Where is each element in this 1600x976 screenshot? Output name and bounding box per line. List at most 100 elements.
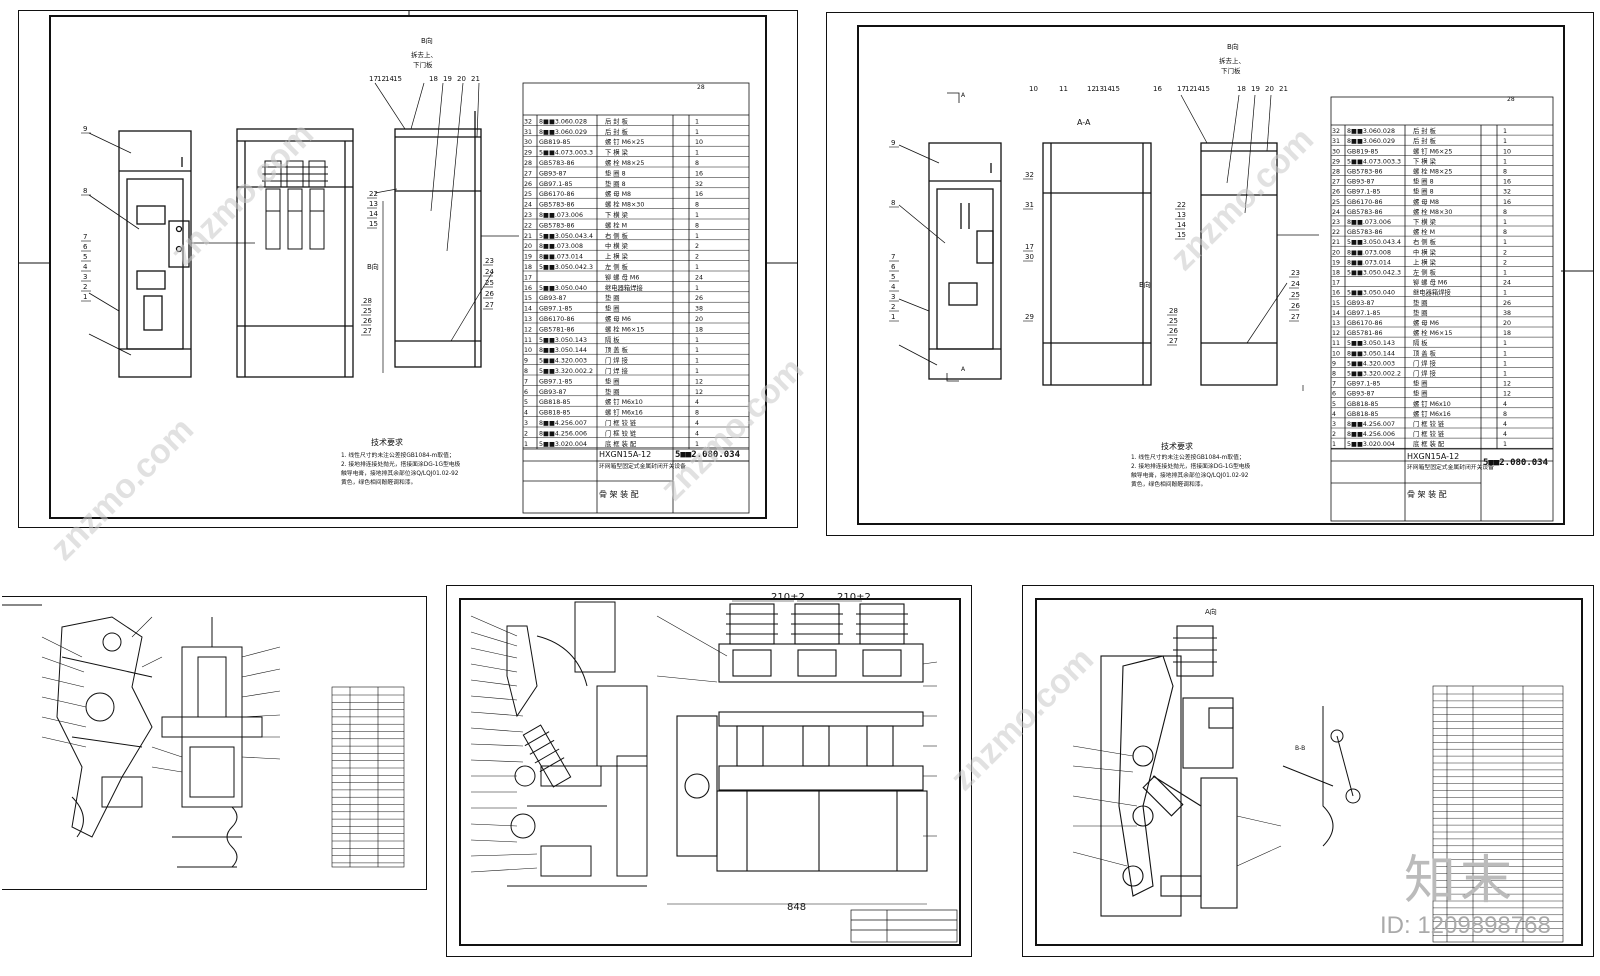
bom-qty: 1 [1503, 340, 1507, 347]
bom-name: 螺 钉 M6x10 [605, 397, 643, 406]
bom-code: GB5783-86 [539, 160, 575, 167]
bom-qty: 1 [1503, 138, 1507, 145]
bom-name: 垫 圈 8 [1413, 177, 1434, 186]
bom-qty: 10 [1503, 148, 1511, 155]
bom-name: 继电器箱焊接 [605, 283, 643, 292]
bom-item-no: 2 [1332, 431, 1336, 438]
bom-qty: 18 [695, 326, 703, 333]
bom-qty: 8 [1503, 209, 1507, 216]
bom-qty: 38 [695, 306, 703, 313]
bom-qty: 24 [1503, 280, 1511, 287]
bom-item-no: 27 [1332, 179, 1340, 186]
bom-name: 门 焊 接 [605, 366, 629, 375]
sheet-2-note-line1: 拆去上、 [1219, 56, 1245, 65]
bom-item-no: 24 [1332, 209, 1340, 216]
bom-qty: 38 [1503, 310, 1511, 317]
bom-item-no: 8 [524, 368, 528, 375]
callout-number: 22 [1177, 201, 1186, 209]
bom-name: 门 框 铰 链 [605, 418, 637, 427]
bom-item-no: 1 [1332, 441, 1336, 448]
callout-number: 27 [1291, 313, 1300, 321]
callout-number: 27 [1169, 337, 1178, 345]
sheet-2-tech-lines: 1. 线性尺寸的未注公差按GB1084-m取值；2. 接地排连接处抛光，搭接面涂… [1131, 453, 1251, 488]
brand-logo: 知末 [1404, 851, 1517, 911]
bom-code: GB6170-86 [1347, 199, 1383, 206]
sheet-1-bom-header: 28 [697, 84, 705, 91]
drawing-sheet-3 [2, 596, 427, 890]
callout-number: 24 [1291, 280, 1300, 288]
bom-item-no: 11 [1332, 340, 1340, 347]
bom-name: 垫 圈 [605, 387, 620, 396]
bom-code: GB97.1-85 [1347, 310, 1381, 317]
bom-code: GB818-85 [539, 410, 571, 417]
callout-number: 29 [1025, 313, 1034, 321]
bom-item-no: 2 [524, 430, 528, 437]
callout-number: 25 [1291, 291, 1300, 299]
bom-name: 铆 螺 母 M6 [605, 272, 639, 281]
bom-item-no: 19 [524, 254, 532, 261]
callout-number: 17 [369, 75, 378, 83]
bom-item-no: 28 [1332, 169, 1340, 176]
bom-item-no: 8 [1332, 371, 1336, 378]
bom-qty: 1 [1503, 360, 1507, 367]
bom-name: 螺 钉 M6x10 [1413, 399, 1451, 408]
callout-number: 4 [83, 263, 88, 271]
bom-name: 垫 圈 [1413, 379, 1428, 388]
bom-name: 顶 盖 板 [1413, 348, 1437, 357]
callout-number: 28 [363, 297, 372, 305]
bom-code: GB93-87 [1347, 179, 1375, 186]
bom-qty: 8 [1503, 411, 1507, 418]
callout-number: 19 [443, 75, 452, 83]
bom-item-no: 18 [1332, 270, 1340, 277]
bom-item-no: 20 [524, 243, 532, 250]
bom-item-no: 27 [524, 170, 532, 177]
bom-qty: 26 [1503, 300, 1511, 307]
sheet-2-front-view [928, 142, 1002, 380]
tech-requirement-line: 2. 接地排连接处抛光，搭接面涂DG-1G型电极 [341, 460, 461, 468]
bom-item-no: 14 [524, 306, 532, 313]
callout-number: 13 [369, 200, 378, 208]
sheet-5-view-bb: B-B [1295, 745, 1305, 752]
bom-item-no: 9 [524, 358, 528, 365]
dim-top-left: 210±2 [771, 592, 805, 603]
bom-code: GB93-87 [539, 295, 567, 302]
callout-number: 32 [1025, 171, 1034, 179]
callout-number: 1 [891, 313, 895, 321]
bom-name: 右 侧 板 [605, 231, 629, 240]
bom-code: 5■■3.020.004 [539, 441, 587, 448]
sheet-1-title-code: 5■■2.080.034 [675, 450, 741, 460]
bom-name: 螺 钉 M6x16 [605, 408, 643, 417]
bom-qty: 1 [695, 129, 699, 136]
callout-number: 18 [429, 75, 438, 83]
callout-number: 14 [1103, 85, 1112, 93]
bom-qty: 1 [695, 233, 699, 240]
bom-name: 垫 圈 8 [605, 179, 626, 188]
sheet-3-list-lines [332, 694, 404, 864]
bom-code: 8■■3.060.028 [1347, 128, 1395, 135]
tech-requirement-line: 触导电膏，接地排其余部位涂Q/LQJ01.02-92 [341, 469, 459, 477]
sheet-1-bom-table [522, 82, 750, 514]
callout-number: 4 [891, 283, 896, 291]
callout-number: 27 [485, 301, 494, 309]
sheet-3-parts-list [331, 686, 405, 868]
callout-number: 6 [83, 243, 88, 251]
bom-qty: 8 [695, 160, 699, 167]
bom-code: 8■■3.060.028 [539, 118, 587, 125]
bom-name: 下 横 梁 [1413, 156, 1437, 165]
bom-qty: 1 [695, 285, 699, 292]
bom-item-no: 26 [1332, 189, 1340, 196]
bom-code: GB5783-86 [1347, 209, 1383, 216]
bom-item-no: 31 [1332, 138, 1340, 145]
callout-number: 19 [1251, 85, 1260, 93]
bom-code: GB818-85 [539, 399, 571, 406]
callout-number: 21 [1279, 85, 1288, 93]
callout-number: 2 [83, 283, 87, 291]
dim-top-right: 210±2 [837, 592, 871, 603]
